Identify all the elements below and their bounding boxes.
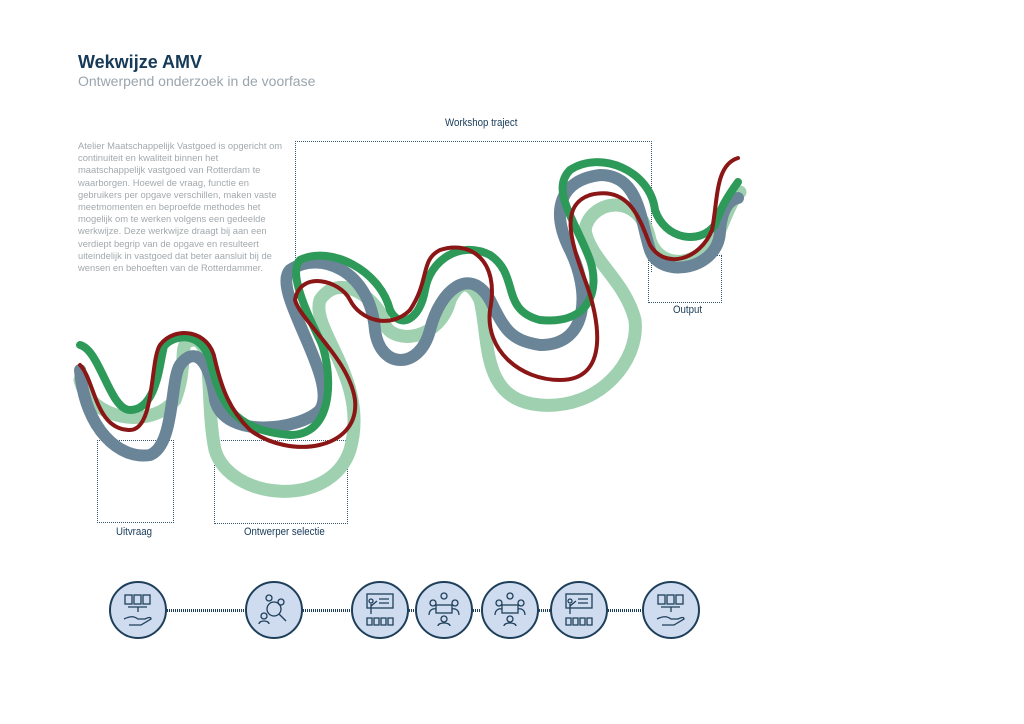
step-3: [351, 581, 409, 639]
ontwerper-box: [214, 440, 348, 524]
connector: [409, 609, 415, 612]
meeting-table-icon: [494, 592, 526, 627]
page-title: Wekwijze AMV: [78, 52, 203, 72]
river-red: [78, 156, 740, 449]
connector: [303, 609, 351, 612]
label-output: Output: [673, 304, 703, 316]
intro-text: Atelier Maatschappelijk Vastgoed is opge…: [78, 140, 283, 274]
label-ontwerper-selectie: Ontwerper selectie: [244, 526, 325, 538]
step-4: [415, 581, 473, 639]
river-slate: [74, 168, 744, 462]
search-people-icon: [258, 594, 287, 625]
presentation-icon: [366, 593, 394, 626]
step-7: [642, 581, 700, 639]
documents-hand-icon: [656, 594, 685, 626]
page-subtitle: Ontwerpend onderzoek in de voorfase: [78, 73, 316, 89]
uitvraag-box: [97, 440, 174, 523]
connector: [539, 609, 550, 612]
step-5: [481, 581, 539, 639]
connector: [167, 609, 245, 612]
step-6: [550, 581, 608, 639]
documents-hand-icon: [123, 594, 152, 626]
presentation-icon: [565, 593, 593, 626]
label-workshop-traject: Workshop traject: [445, 117, 518, 129]
step-1: [109, 581, 167, 639]
label-uitvraag: Uitvraag: [116, 526, 153, 538]
meeting-table-icon: [428, 592, 460, 627]
connector: [608, 609, 642, 612]
connector: [473, 609, 481, 612]
river-green: [76, 158, 742, 440]
step-2: [245, 581, 303, 639]
